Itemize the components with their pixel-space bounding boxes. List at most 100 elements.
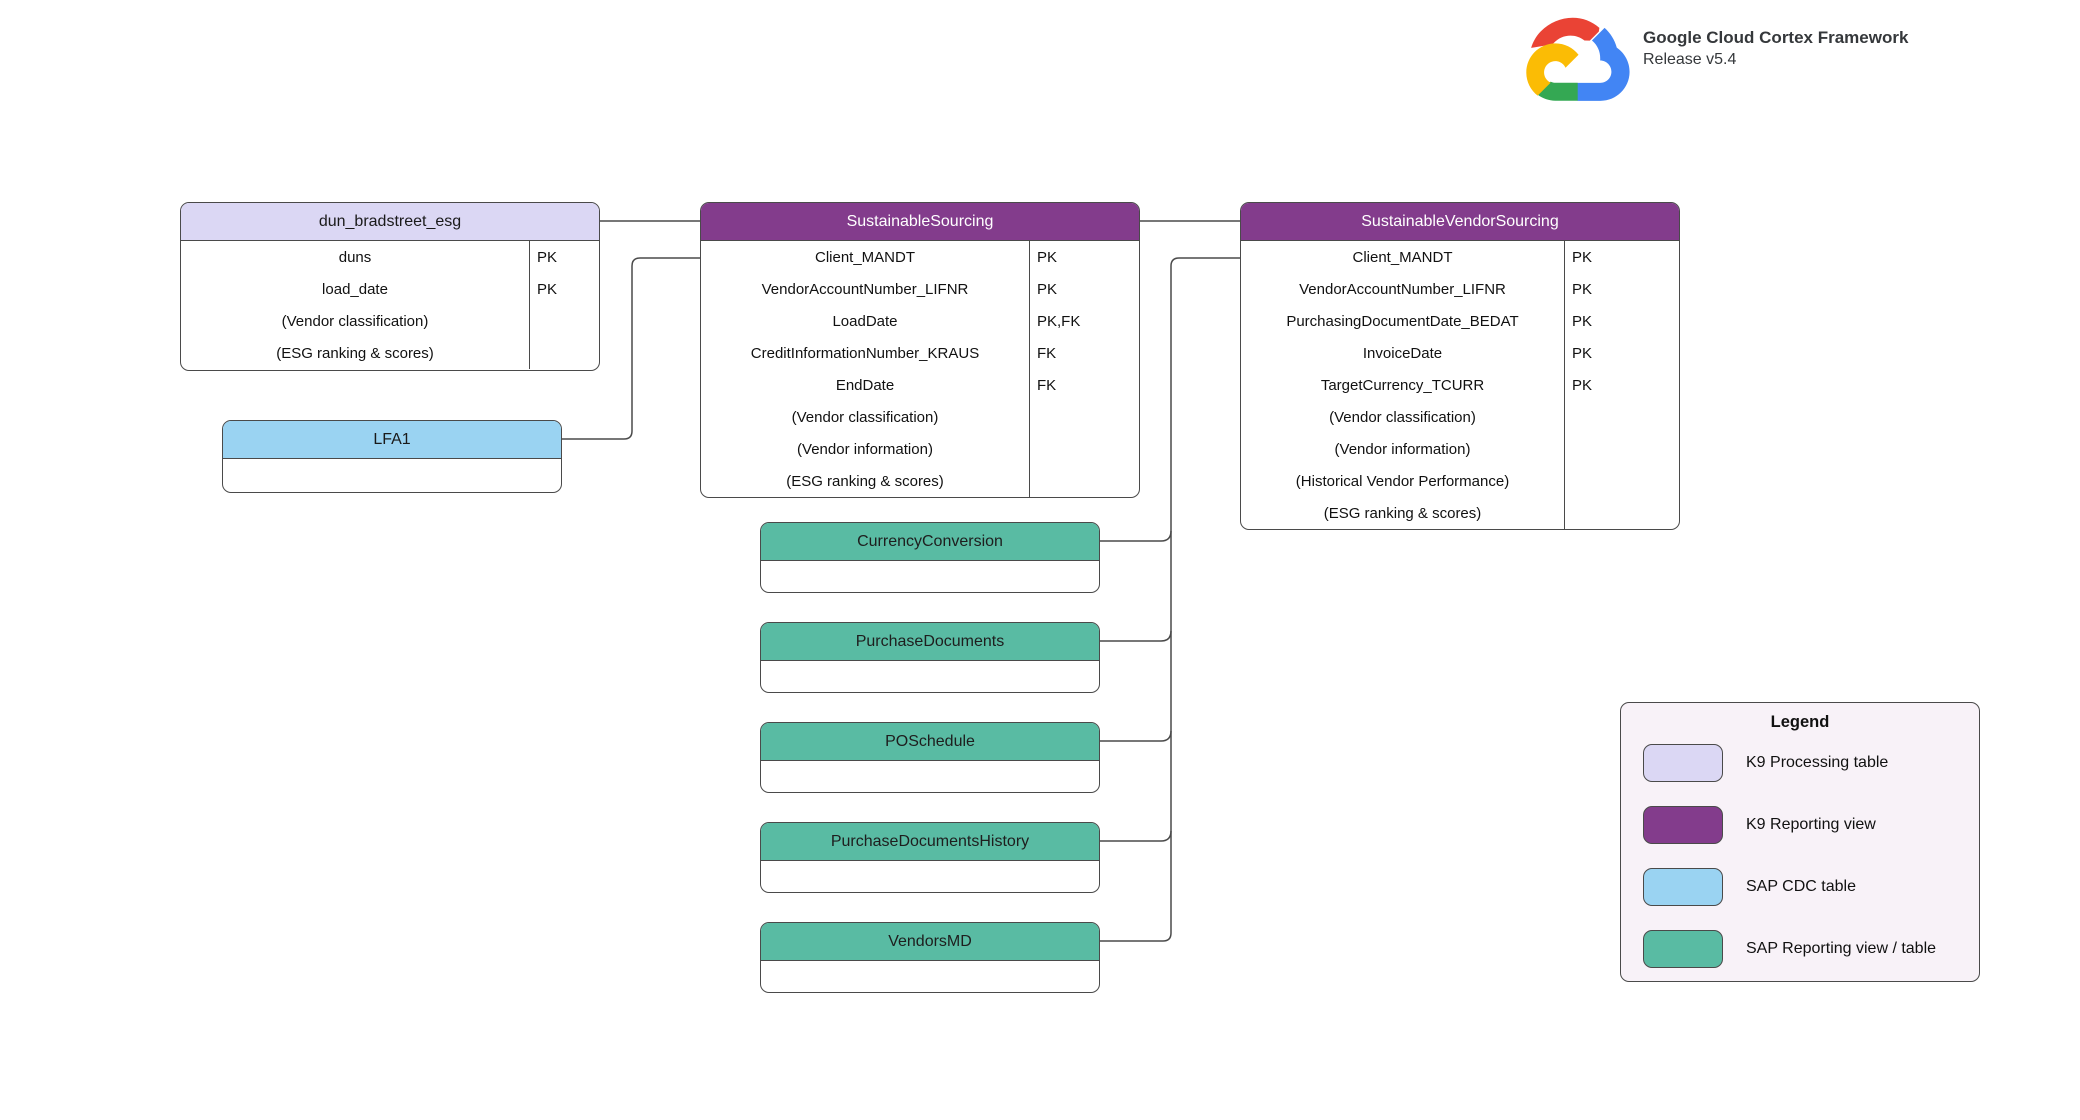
field-name: VendorAccountNumber_LIFNR [761, 280, 969, 298]
field-name: Client_MANDT [1352, 248, 1453, 266]
table-row: PurchasingDocumentDate_BEDAT PK [1241, 305, 1679, 337]
sap-reporting-view-table-swatch [1643, 930, 1723, 968]
table-row: Client_MANDT PK [701, 241, 1139, 273]
connector-currency-conversion-to-trunk [1100, 530, 1172, 542]
table-header: dun_bradstreet_esg [181, 203, 599, 241]
table-purchase-documents[interactable]: PurchaseDocuments [760, 622, 1100, 693]
field-name: (ESG ranking & scores) [1323, 504, 1482, 522]
field-name: (ESG ranking & scores) [276, 344, 434, 362]
table-body [761, 861, 1099, 891]
table-row: (Vendor classification) [181, 305, 599, 337]
field-key: PK [1564, 305, 1679, 337]
field-key: PK [529, 273, 599, 305]
field-key [529, 305, 599, 337]
table-header: PurchaseDocuments [761, 623, 1099, 661]
brand-title: Google Cloud Cortex Framework [1643, 28, 1909, 47]
k9-reporting-view-swatch [1643, 806, 1723, 844]
field-key: PK [529, 241, 599, 273]
field-key: PK [1564, 273, 1679, 305]
table-row: (Vendor information) [701, 433, 1139, 465]
table-header: CurrencyConversion [761, 523, 1099, 561]
table-row: VendorAccountNumber_LIFNR PK [1241, 273, 1679, 305]
field-name: (ESG ranking & scores) [786, 472, 944, 490]
sap-cdc-table-swatch [1643, 868, 1723, 906]
connector-lfa1-to-sustainable-sourcing [562, 257, 700, 440]
table-sustainable-vendor-sourcing[interactable]: SustainableVendorSourcing Client_MANDT PK… [1240, 202, 1680, 530]
field-name: Client_MANDT [814, 248, 916, 266]
table-body [761, 561, 1099, 591]
table-header: SustainableSourcing [701, 203, 1139, 241]
table-lfa1[interactable]: LFA1 [222, 420, 562, 493]
field-key: PK [1029, 241, 1139, 273]
brand-text-block: Google Cloud Cortex Framework Release v5… [1643, 27, 1908, 70]
table-currency-conversion[interactable]: CurrencyConversion [760, 522, 1100, 593]
field-name: (Vendor information) [797, 440, 933, 458]
table-row: VendorAccountNumber_LIFNR PK [701, 273, 1139, 305]
field-key [529, 337, 599, 369]
connector-purchase-documents-to-trunk [1100, 630, 1172, 642]
legend-item-k9-processing: K9 Processing table [1643, 744, 1967, 782]
field-name: (Vendor information) [1334, 440, 1471, 458]
legend-item-sap-reporting: SAP Reporting view / table [1643, 930, 1967, 968]
brand-release-version: Release v5.4 [1643, 51, 1737, 68]
legend-panel: Legend K9 Processing table K9 Reporting … [1620, 702, 1980, 982]
table-body [223, 459, 561, 491]
field-key: PK [1029, 273, 1139, 305]
table-header: POSchedule [761, 723, 1099, 761]
field-key: PK [1564, 337, 1679, 369]
table-row: LoadDate PK,FK [701, 305, 1139, 337]
table-row: (ESG ranking & scores) [181, 337, 599, 369]
table-row: load_date PK [181, 273, 599, 305]
table-sustainable-sourcing[interactable]: SustainableSourcing Client_MANDT PK Vendo… [700, 202, 1140, 498]
field-name: VendorAccountNumber_LIFNR [1299, 280, 1506, 298]
table-row: (Vendor classification) [1241, 401, 1679, 433]
table-row: InvoiceDate PK [1241, 337, 1679, 369]
field-key [1029, 401, 1139, 433]
legend-title: Legend [1770, 713, 1830, 731]
table-po-schedule[interactable]: POSchedule [760, 722, 1100, 793]
table-body [761, 661, 1099, 691]
connector-vendorsmd-trunk-to-vendor-sourcing [1100, 257, 1240, 942]
table-row: (Vendor information) [1241, 433, 1679, 465]
legend-item-k9-reporting: K9 Reporting view [1643, 806, 1967, 844]
table-header: LFA1 [223, 421, 561, 459]
field-key: PK,FK [1029, 305, 1139, 337]
table-header: VendorsMD [761, 923, 1099, 961]
connector-poschedule-to-trunk [1100, 730, 1172, 742]
legend-item-label: SAP CDC table [1746, 878, 1856, 895]
table-row: (ESG ranking & scores) [701, 465, 1139, 497]
table-purchase-documents-history[interactable]: PurchaseDocumentsHistory [760, 822, 1100, 893]
table-body [761, 761, 1099, 791]
field-name: (Vendor classification) [1329, 408, 1476, 426]
field-key: FK [1029, 369, 1139, 401]
field-key [1564, 401, 1679, 433]
field-name: load_date [322, 280, 388, 298]
field-name: LoadDate [832, 312, 898, 330]
table-header: SustainableVendorSourcing [1241, 203, 1679, 241]
connector-purchase-documents-history-to-trunk [1100, 830, 1172, 842]
table-body [761, 961, 1099, 991]
field-name: TargetCurrency_TCURR [1320, 376, 1485, 394]
google-cloud-logo-icon [1526, 17, 1630, 101]
table-row: (ESG ranking & scores) [1241, 497, 1679, 529]
field-key [1564, 433, 1679, 465]
table-row: (Vendor classification) [701, 401, 1139, 433]
field-key: PK [1564, 369, 1679, 401]
field-name: (Vendor classification) [791, 408, 939, 426]
field-name: (Vendor classification) [281, 312, 429, 330]
table-header: PurchaseDocumentsHistory [761, 823, 1099, 861]
field-name: InvoiceDate [1362, 344, 1443, 362]
table-body: Client_MANDT PK VendorAccountNumber_LIFNR… [701, 241, 1139, 497]
table-body: Client_MANDT PK VendorAccountNumber_LIFNR… [1241, 241, 1679, 529]
field-key [1029, 433, 1139, 465]
table-vendors-md[interactable]: VendorsMD [760, 922, 1100, 993]
legend-item-label: K9 Reporting view [1746, 816, 1876, 833]
field-name: PurchasingDocumentDate_BEDAT [1286, 312, 1519, 330]
field-key [1029, 465, 1139, 497]
